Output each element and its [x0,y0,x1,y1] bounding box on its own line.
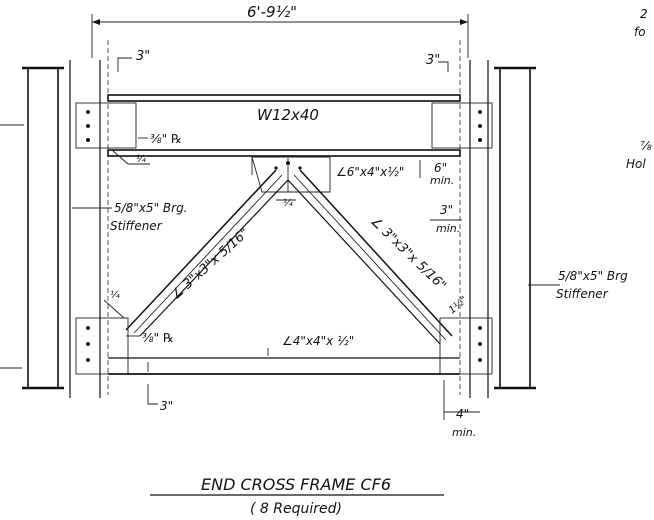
right-note-top-2: fo [634,25,646,39]
left-diagonal-label: ∠ 3"x3"x 5/16" [169,226,253,303]
drawing-title: END CROSS FRAME CF6 [201,475,391,494]
six-min-dim: 6" min. [419,160,454,187]
corner-dim-label: 1½" [446,294,470,316]
right-note-mid-2: Hol [626,157,646,171]
top-right-plate [431,102,493,149]
left-diagonal-brace: ∠ 3"x3"x 5/16" [125,169,289,337]
weld-symbol-top-left: ¼ [111,149,150,165]
four-min-value: 4" [456,407,469,421]
three-min-unit: min. [436,222,460,235]
top-left-3in-label: 3" [136,49,150,64]
right-diagonal-brace: ∠ 3"x3"x 5/16" [287,169,453,345]
top-beam: W12x40 [107,94,461,157]
four-min-unit: min. [452,426,476,439]
corner-dim-right: 1½" [446,294,470,316]
right-stiffener-label-2: Stiffener [556,287,609,301]
bottom-angle-label: ∠4"x4"x ½" [282,334,354,348]
bottom-right-plate [439,317,493,375]
top-plate-label: ⅜" ℞ [150,132,182,146]
left-stiffener-label-1: 5/8"x5" Brg. [114,201,188,215]
top-left-3in-dim: 3" [117,49,150,72]
three-min-value: 3" [440,203,453,217]
overall-dimension: 6'-9½" [91,3,469,58]
right-stiffener-label-1: 5/8"x5" Brg [558,269,628,283]
left-stiffener-callout: 5/8"x5" Brg. Stiffener [72,201,188,233]
left-stiffener-label-2: Stiffener [110,219,163,233]
title-block: END CROSS FRAME CF6 ( 8 Required) [150,475,444,517]
right-note-top-1: 2 [640,7,648,21]
weld-center-label: ¼ [283,197,293,209]
bottom-chord: ∠4"x4"x ½" [108,334,460,375]
overall-width-label: 6'-9½" [247,3,297,21]
bottom-left-plate [75,317,129,375]
right-girder [459,40,560,398]
top-right-3in-dim: 3" [426,53,449,72]
beam-label: W12x40 [257,106,319,124]
weld-symbol-bottom-left: ¼ [103,289,125,319]
top-angle-label: ∠6"x4"x½" [336,165,404,179]
top-left-plate [75,102,137,149]
right-note-mid-1: ⅞ [640,139,652,153]
top-right-3in-label: 3" [426,53,440,68]
three-min-dim: 3" min. [430,203,462,235]
left-girder [0,40,109,398]
bottom-left-3in-dim: 3" [147,384,173,413]
bottom-plate-label: ⅜" ℞ [142,331,174,345]
weld-top-left-label: ¼ [136,153,146,165]
four-min-dim: 4" min. [443,380,480,439]
six-min-value: 6" [434,161,447,175]
right-stiffener-callout: 5/8"x5" Brg Stiffener [556,269,628,301]
bottom-left-3in-label: 3" [160,399,173,413]
weld-bottom-left-label: ¼ [110,289,120,301]
right-edge-notes: 2 fo ⅞ Hol [626,7,652,171]
drawing-subtitle: ( 8 Required) [250,501,342,517]
six-min-unit: min. [430,174,454,187]
